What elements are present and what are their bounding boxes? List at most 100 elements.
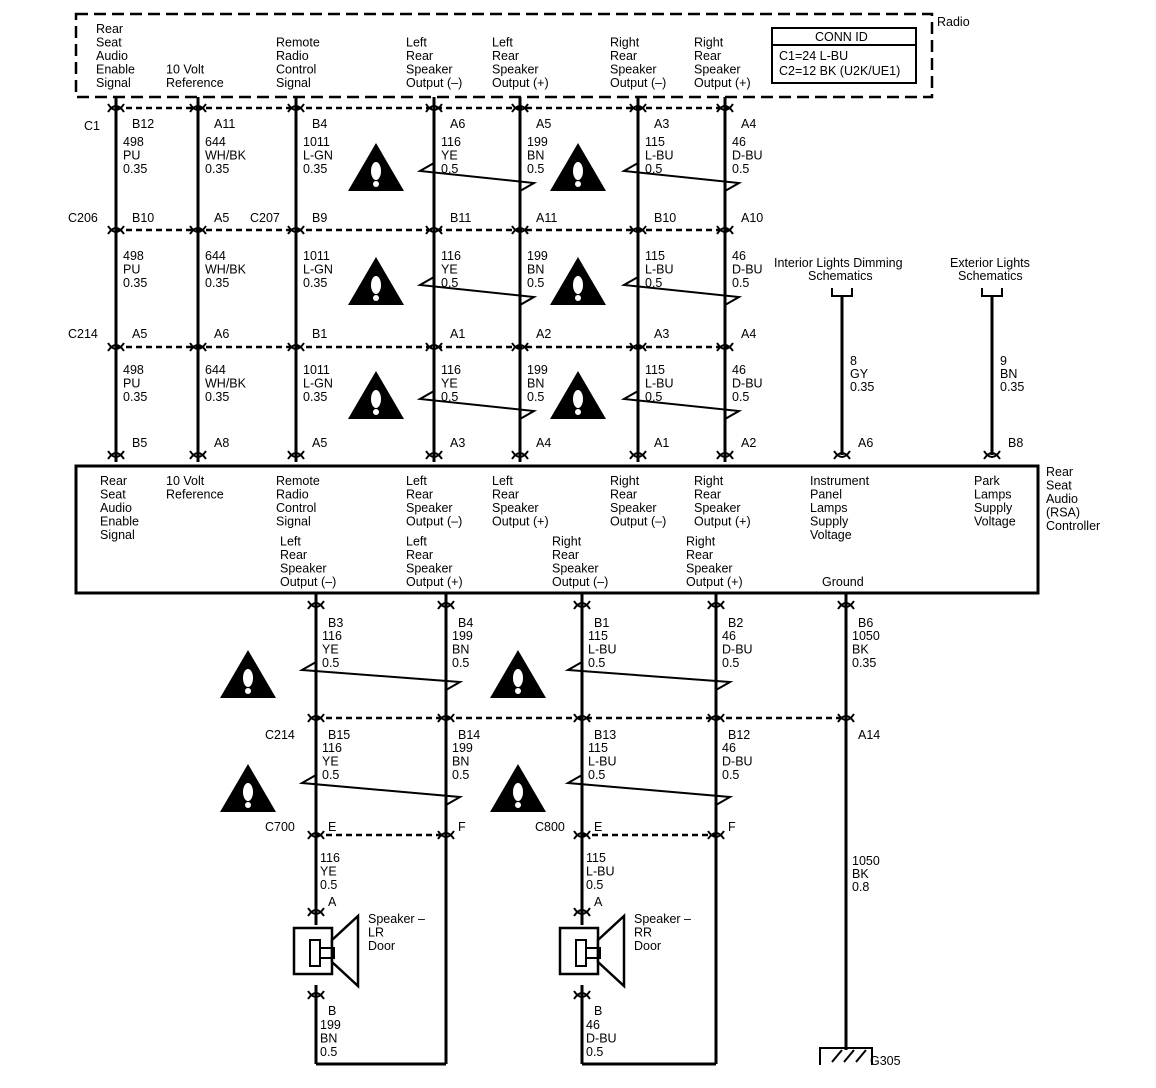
wire-spec: 116 xyxy=(320,851,340,865)
rsa-bottom-label: Rear xyxy=(552,548,579,562)
wire-spec: 0.35 xyxy=(303,390,327,404)
wire-spec: 115 xyxy=(588,629,608,643)
wire-spec: 199 xyxy=(527,249,548,263)
conn-id-title: CONN ID xyxy=(815,30,868,44)
radio-module: Radio CONN ID C1=24 L-BU C2=12 BK (U2K/U… xyxy=(74,12,970,99)
radio-pin-label: Rear xyxy=(610,49,637,63)
connector-c1: C1 xyxy=(84,119,100,133)
twisted-pair xyxy=(620,276,743,306)
rsa-top-label: Output (+) xyxy=(694,515,751,529)
rsa-top-label: Left xyxy=(492,474,513,488)
radio-pin-label: Left xyxy=(492,36,513,50)
rsa-name-line: Controller xyxy=(1046,519,1100,533)
pin-label: A2 xyxy=(741,436,756,450)
wire-spec: 115 xyxy=(645,135,665,149)
pin-label: B1 xyxy=(312,327,327,341)
wire-spec: BN xyxy=(320,1032,337,1046)
wire-spec: 1011 xyxy=(303,249,330,263)
caution-icon xyxy=(348,371,404,419)
connector-terminal xyxy=(716,450,734,458)
dimming-wire-num: 8 xyxy=(850,354,857,368)
speaker-cone xyxy=(596,913,626,989)
rsa-top-label: Speaker xyxy=(694,501,741,515)
wire-spec: 46 xyxy=(722,741,736,755)
wire-spec: 116 xyxy=(441,135,461,149)
connector-terminal xyxy=(511,344,529,352)
rsa-bottom-label: Right xyxy=(686,535,716,549)
wire-spec: 0.35 xyxy=(123,276,147,290)
radio-pin-label: Speaker xyxy=(694,63,741,77)
connector-terminal xyxy=(511,227,529,235)
ground-wire-size: 0.8 xyxy=(852,880,869,894)
rsa-top-label: Rear xyxy=(100,474,127,488)
wire-spec: YE xyxy=(441,149,458,163)
connector-terminal xyxy=(837,600,855,608)
connector-terminal xyxy=(107,103,125,111)
speaker-name: Door xyxy=(368,939,395,953)
pin-label: A6 xyxy=(214,327,229,341)
connector-terminal xyxy=(189,344,207,352)
connector-terminal xyxy=(107,344,125,352)
connector-terminal xyxy=(511,342,529,350)
wire-spec: 199 xyxy=(452,741,473,755)
radio-pin-label: Rear xyxy=(96,22,123,36)
twisted-pair xyxy=(620,390,743,420)
exterior-ref-line2: Schematics xyxy=(958,269,1023,283)
radio-pin-label: Radio xyxy=(276,49,309,63)
pin-label: F xyxy=(458,820,466,834)
rsa-bottom-label: Speaker xyxy=(686,562,733,576)
wire-spec: 46 xyxy=(732,363,746,377)
radio-pin-label: Remote xyxy=(276,36,320,50)
connector-terminal xyxy=(425,342,443,350)
pin-label: A5 xyxy=(132,327,147,341)
conn-id-c2: C2=12 BK (U2K/UE1) xyxy=(779,64,900,78)
caution-icon xyxy=(348,143,404,191)
connector-terminal xyxy=(425,344,443,352)
wire-spec: 0.5 xyxy=(452,768,469,782)
wire-spec: L-BU xyxy=(588,643,616,657)
pin-label: A11 xyxy=(214,117,235,131)
wire-spec: 0.35 xyxy=(205,162,229,176)
radio-pin-label: Signal xyxy=(276,76,311,90)
wire-spec: PU xyxy=(123,149,140,163)
connector-terminal xyxy=(716,452,734,460)
pin-label: B4 xyxy=(312,117,327,131)
rsa-name-line: Seat xyxy=(1046,479,1072,493)
pin-label: A11 xyxy=(536,211,557,225)
rsa-top-label: Output (–) xyxy=(406,515,462,529)
caution-icon xyxy=(490,650,546,698)
connector-terminal xyxy=(437,600,455,608)
connector-terminal xyxy=(983,450,1001,458)
wire-spec: 644 xyxy=(205,363,226,377)
wire-spec: 0.5 xyxy=(722,768,739,782)
connector-terminal xyxy=(707,830,725,838)
connector-terminal xyxy=(107,342,125,350)
wire-spec: 0.5 xyxy=(320,878,337,892)
wire-spec: WH/BK xyxy=(205,377,247,391)
rsa-top-label: 10 Volt xyxy=(166,474,205,488)
connector-terminal xyxy=(107,450,125,458)
wire-spec: 116 xyxy=(441,249,461,263)
wire-spec: 644 xyxy=(205,249,226,263)
wire-spec: 1050 xyxy=(852,629,880,643)
connector-terminal xyxy=(511,452,529,460)
twisted-pair xyxy=(416,276,538,306)
rsa-top-label: Right xyxy=(610,474,640,488)
rsa-name-line: Audio xyxy=(1046,492,1078,506)
connector-terminal xyxy=(837,602,855,610)
wire-spec: 498 xyxy=(123,363,144,377)
twisted-pair xyxy=(416,162,538,192)
wire-spec: 0.5 xyxy=(441,276,458,290)
connector-terminal xyxy=(833,450,851,458)
connector-terminal xyxy=(716,105,734,113)
wire-spec: 115 xyxy=(588,741,608,755)
wire-spec: 46 xyxy=(732,249,746,263)
pin-label: B xyxy=(328,1004,336,1018)
wire-spec: L-BU xyxy=(645,377,673,391)
connector-c207: C207 xyxy=(250,211,280,225)
pin-label: A8 xyxy=(214,436,229,450)
radio-pin-label: Control xyxy=(276,63,316,77)
connector-terminal xyxy=(189,227,207,235)
wire-spec: 0.35 xyxy=(205,390,229,404)
